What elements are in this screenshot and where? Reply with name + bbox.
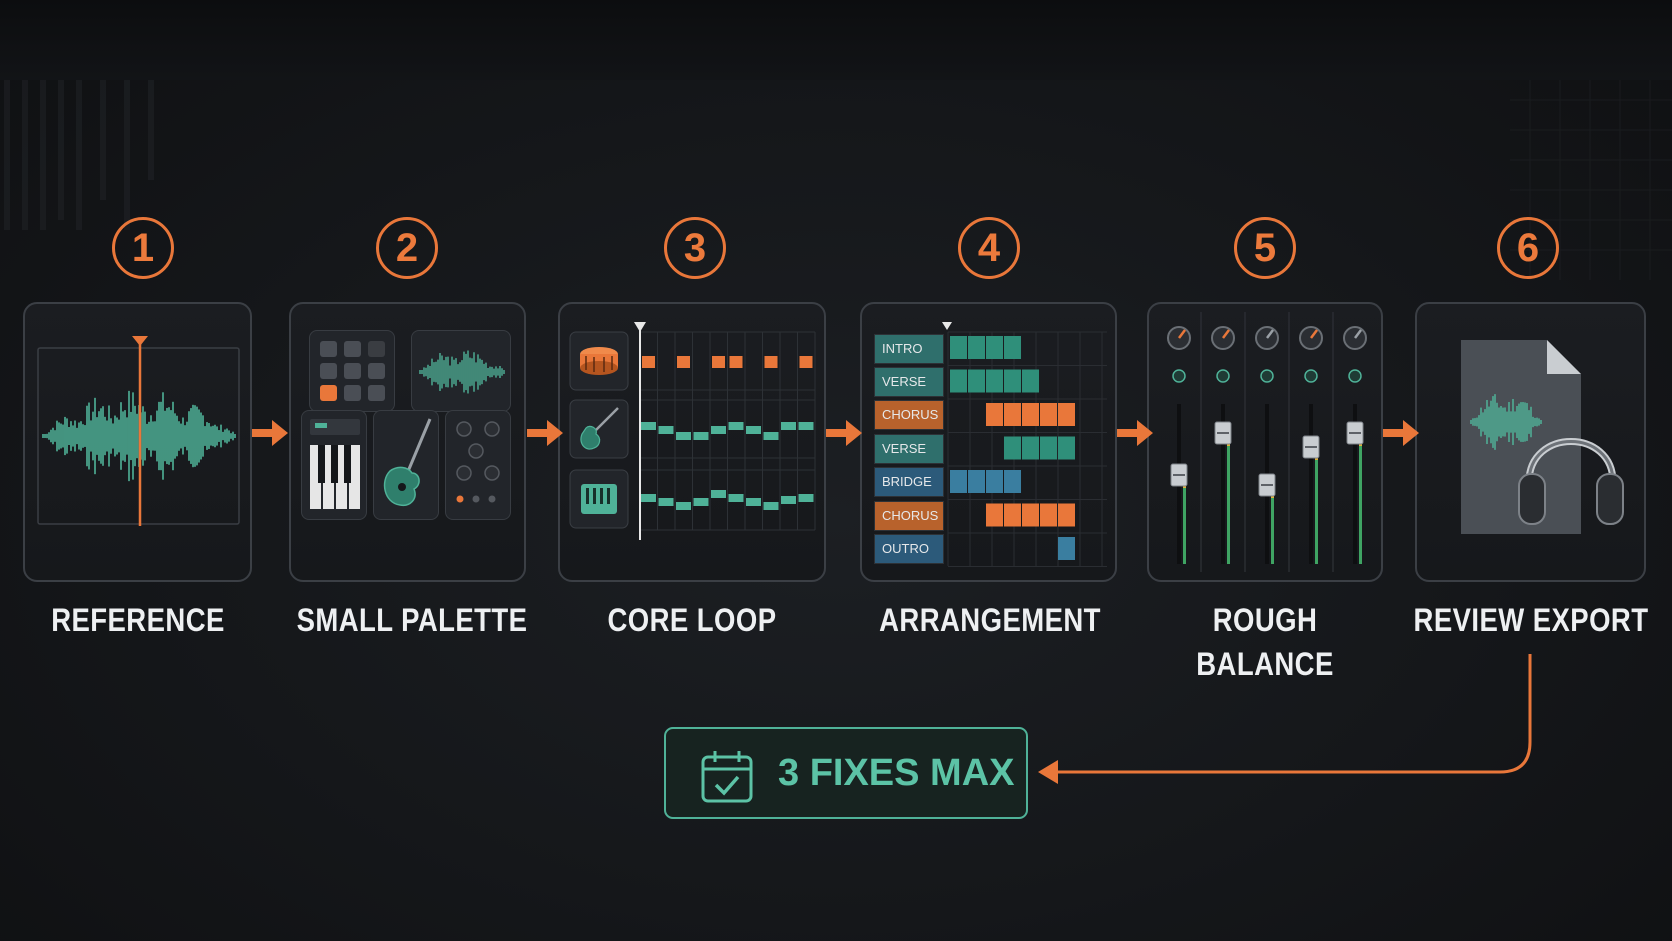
sample-waveform-icon	[419, 350, 505, 394]
mixer-icon	[1167, 312, 1367, 572]
loop-guitar-icon	[580, 407, 619, 450]
section-label-verse: VERSE	[874, 367, 944, 397]
top-band	[0, 0, 1672, 80]
loop-sequencer-icon	[569, 322, 816, 540]
flow-arrow-4	[1117, 420, 1153, 446]
section-label-chorus: CHORUS	[874, 400, 944, 430]
guitar-icon	[383, 418, 432, 507]
step-6-label: REVIEW EXPORT	[1413, 602, 1649, 638]
sample-wave-tile	[411, 330, 511, 412]
song-arrangement-icon	[942, 322, 1107, 567]
section-label-bridge: BRIDGE	[874, 467, 944, 497]
step-4-label: ARRANGEMENT	[879, 602, 1101, 638]
fixes-max-label: 3 FIXES MAX	[778, 752, 1015, 794]
section-label-intro: INTRO	[874, 334, 944, 364]
section-label-verse-2: VERSE	[874, 434, 944, 464]
drum-icon	[580, 347, 618, 375]
audio-file-headphones-icon	[1461, 340, 1624, 534]
step-5-label: ROUGH BALANCE	[1196, 602, 1334, 682]
drum-pad-tile	[309, 330, 395, 412]
step-1-label: REFERENCE	[51, 602, 225, 638]
loop-keys-icon	[581, 484, 617, 514]
drum-pad-icon	[320, 341, 385, 401]
background-grid-left	[4, 80, 154, 230]
small-palette-panel	[289, 302, 526, 582]
step-3-number: 3	[664, 217, 726, 279]
review-export-panel	[1415, 302, 1646, 582]
section-label-chorus-2: CHORUS	[874, 501, 944, 531]
step-3-label: CORE LOOP	[607, 602, 777, 638]
guitar-tile	[373, 410, 439, 520]
flow-arrow-2	[527, 420, 563, 446]
step-2-number: 2	[376, 217, 438, 279]
waveform-reference-icon	[37, 336, 240, 526]
flow-arrow-1	[252, 420, 288, 446]
core-loop-panel	[558, 302, 826, 582]
synth-knobs-icon	[456, 421, 500, 503]
reference-panel	[23, 302, 252, 582]
synth-knobs-tile	[445, 410, 511, 520]
flow-arrow-5	[1383, 420, 1419, 446]
section-label-outro: OUTRO	[874, 534, 944, 564]
flow-arrow-3	[826, 420, 862, 446]
step-5-number: 5	[1234, 217, 1296, 279]
fixes-max-box: 3 FIXES MAX	[664, 727, 1028, 819]
keys-tile	[301, 410, 367, 520]
step-1-number: 1	[112, 217, 174, 279]
step-4-number: 4	[958, 217, 1020, 279]
step-2-label: SMALL PALETTE	[296, 602, 528, 638]
step-6-number: 6	[1497, 217, 1559, 279]
calendar-check-icon	[701, 751, 753, 803]
piano-keys-icon	[310, 419, 360, 509]
rough-balance-panel	[1147, 302, 1383, 582]
arrangement-panel: INTRO VERSE CHORUS VERSE BRIDGE CHORUS O…	[860, 302, 1117, 582]
